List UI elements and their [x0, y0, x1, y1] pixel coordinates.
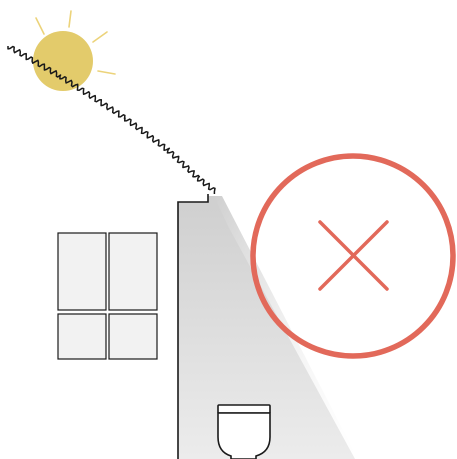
sun-disc: [33, 31, 93, 91]
prohibited-x-icon: [253, 156, 453, 356]
sun-icon: [33, 11, 115, 91]
sun-ray: [69, 11, 71, 27]
window-pane-bottom-right: [109, 314, 157, 359]
window-icon: [58, 233, 157, 359]
window-pane-bottom-left: [58, 314, 106, 359]
sun-ray: [98, 71, 115, 74]
sun-ray: [36, 18, 44, 34]
window-pane-top-right: [109, 233, 157, 310]
toilet-lid: [218, 405, 270, 413]
toilet-icon: [218, 405, 270, 459]
window-pane-top-left: [58, 233, 106, 310]
sun-ray: [93, 32, 107, 42]
toilet-bowl: [218, 413, 270, 459]
